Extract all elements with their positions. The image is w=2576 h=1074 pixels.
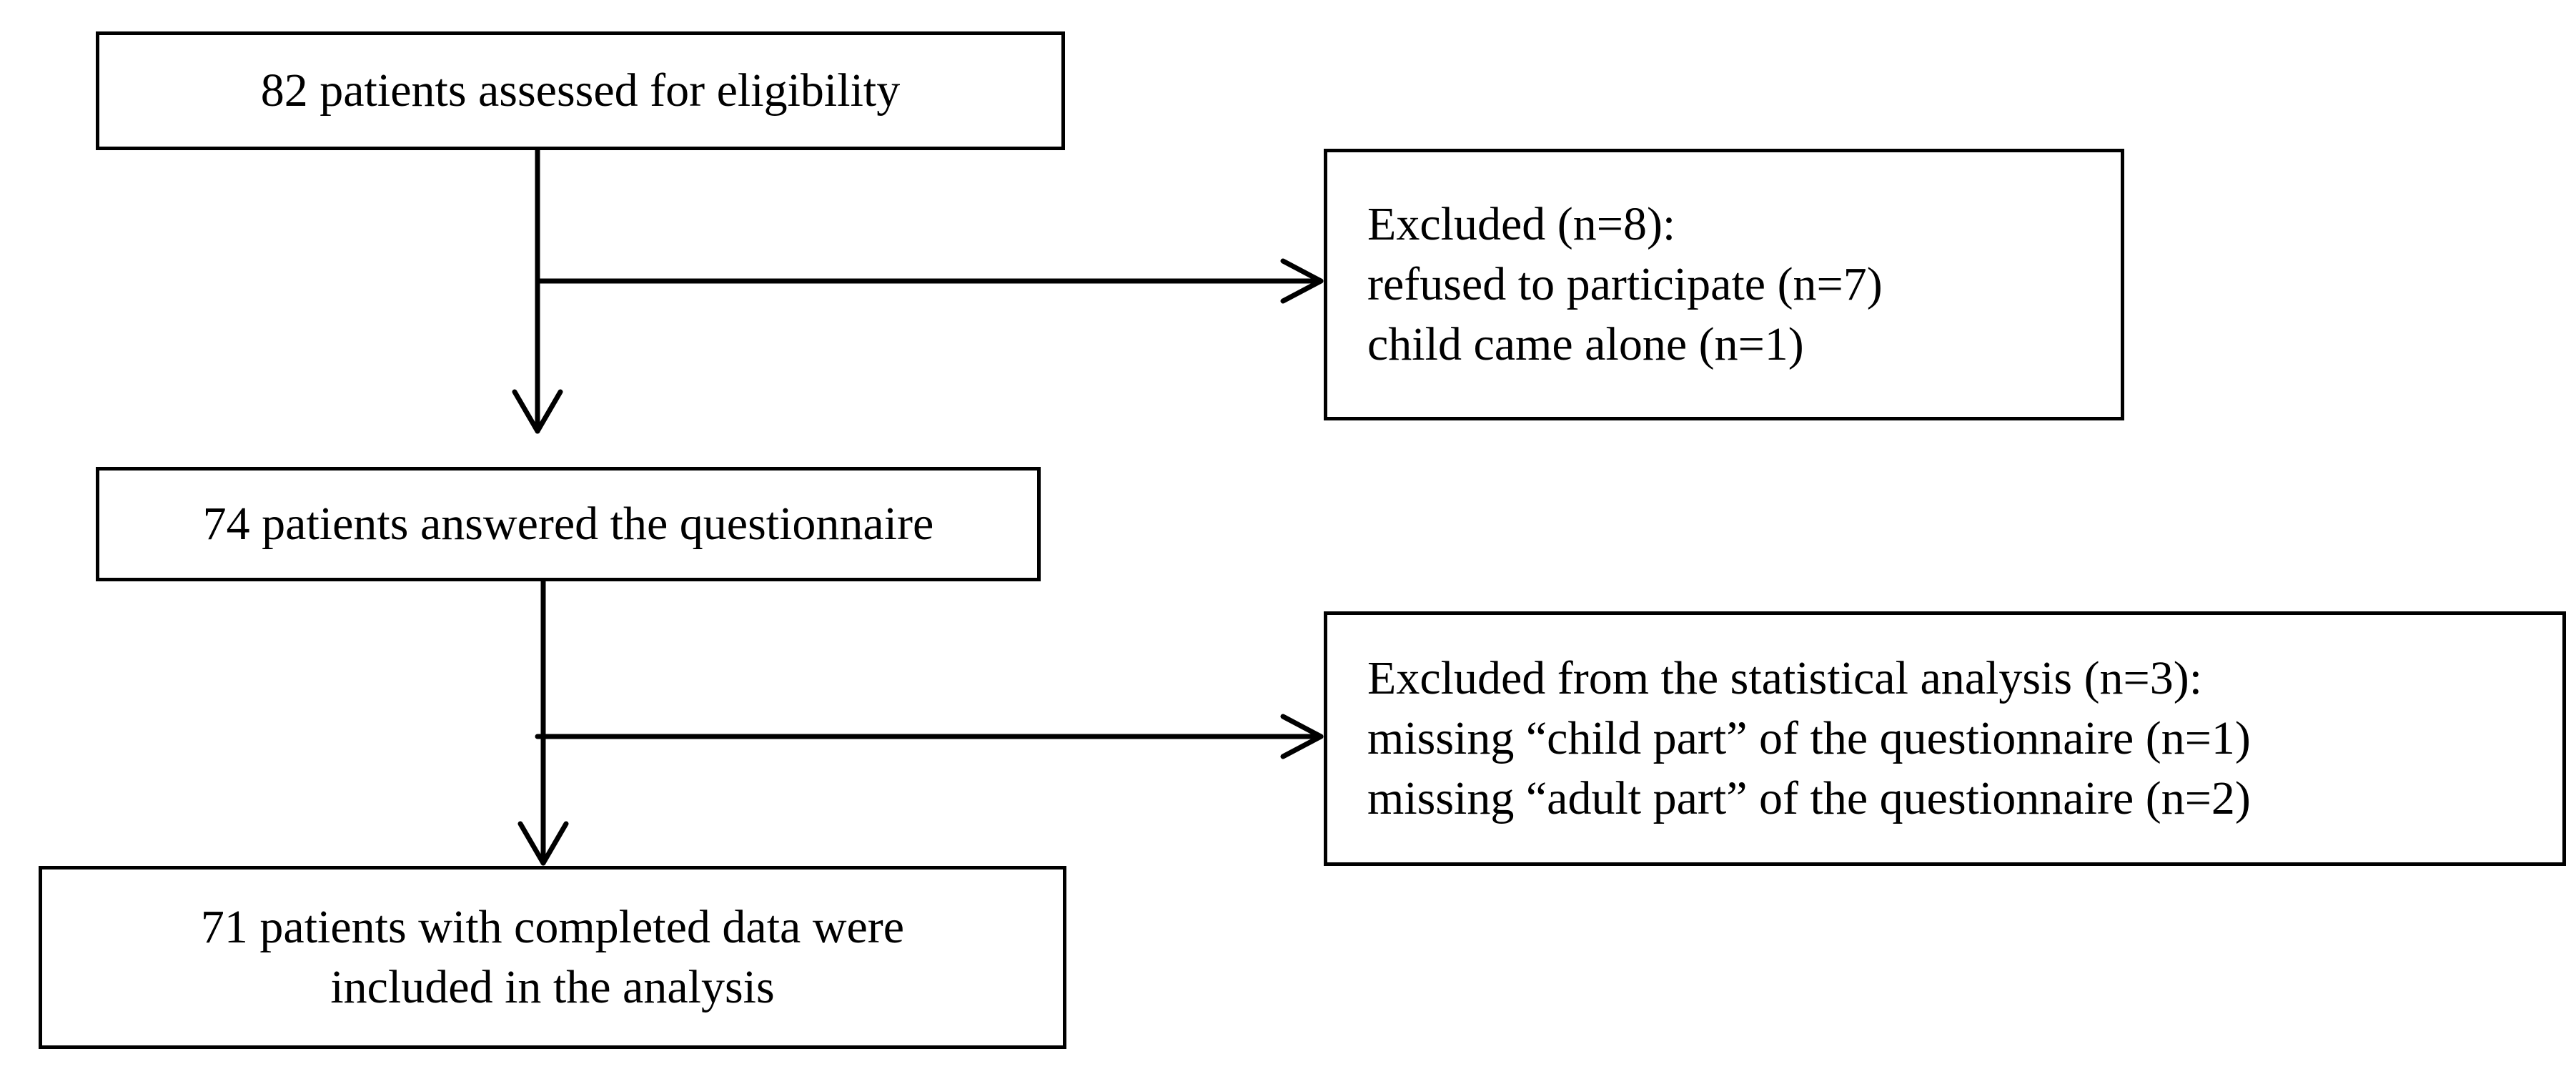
excluded-second-heading: Excluded from the statistical analysis (… xyxy=(1367,652,2203,704)
arrowhead-included xyxy=(517,821,569,866)
arrowhead-excluded-second xyxy=(1280,714,1324,759)
arrowhead-excluded-first xyxy=(1280,258,1324,304)
box-assessed: 82 patients assessed for eligibility xyxy=(96,31,1065,150)
box-excluded-first: Excluded (n=8): refused to participate (… xyxy=(1324,149,2124,420)
box-answered-text: 74 patients answered the questionnaire xyxy=(202,498,934,550)
included-line-2: included in the analysis xyxy=(330,961,775,1013)
box-included: 71 patients with completed data were inc… xyxy=(39,866,1066,1049)
excluded-first-reason-2: child came alone (n=1) xyxy=(1367,318,1804,370)
box-excluded-second: Excluded from the statistical analysis (… xyxy=(1324,611,2566,866)
excluded-first-reason-1: refused to participate (n=7) xyxy=(1367,258,1883,310)
excluded-first-heading: Excluded (n=8): xyxy=(1367,198,1676,250)
box-answered: 74 patients answered the questionnaire xyxy=(96,467,1041,581)
excluded-second-reason-1: missing “child part” of the questionnair… xyxy=(1367,712,2251,764)
included-line-1: 71 patients with completed data were xyxy=(200,901,905,953)
excluded-second-reason-2: missing “adult part” of the questionnair… xyxy=(1367,772,2251,824)
arrowhead-answered xyxy=(512,389,563,434)
box-assessed-text: 82 patients assessed for eligibility xyxy=(260,64,901,117)
